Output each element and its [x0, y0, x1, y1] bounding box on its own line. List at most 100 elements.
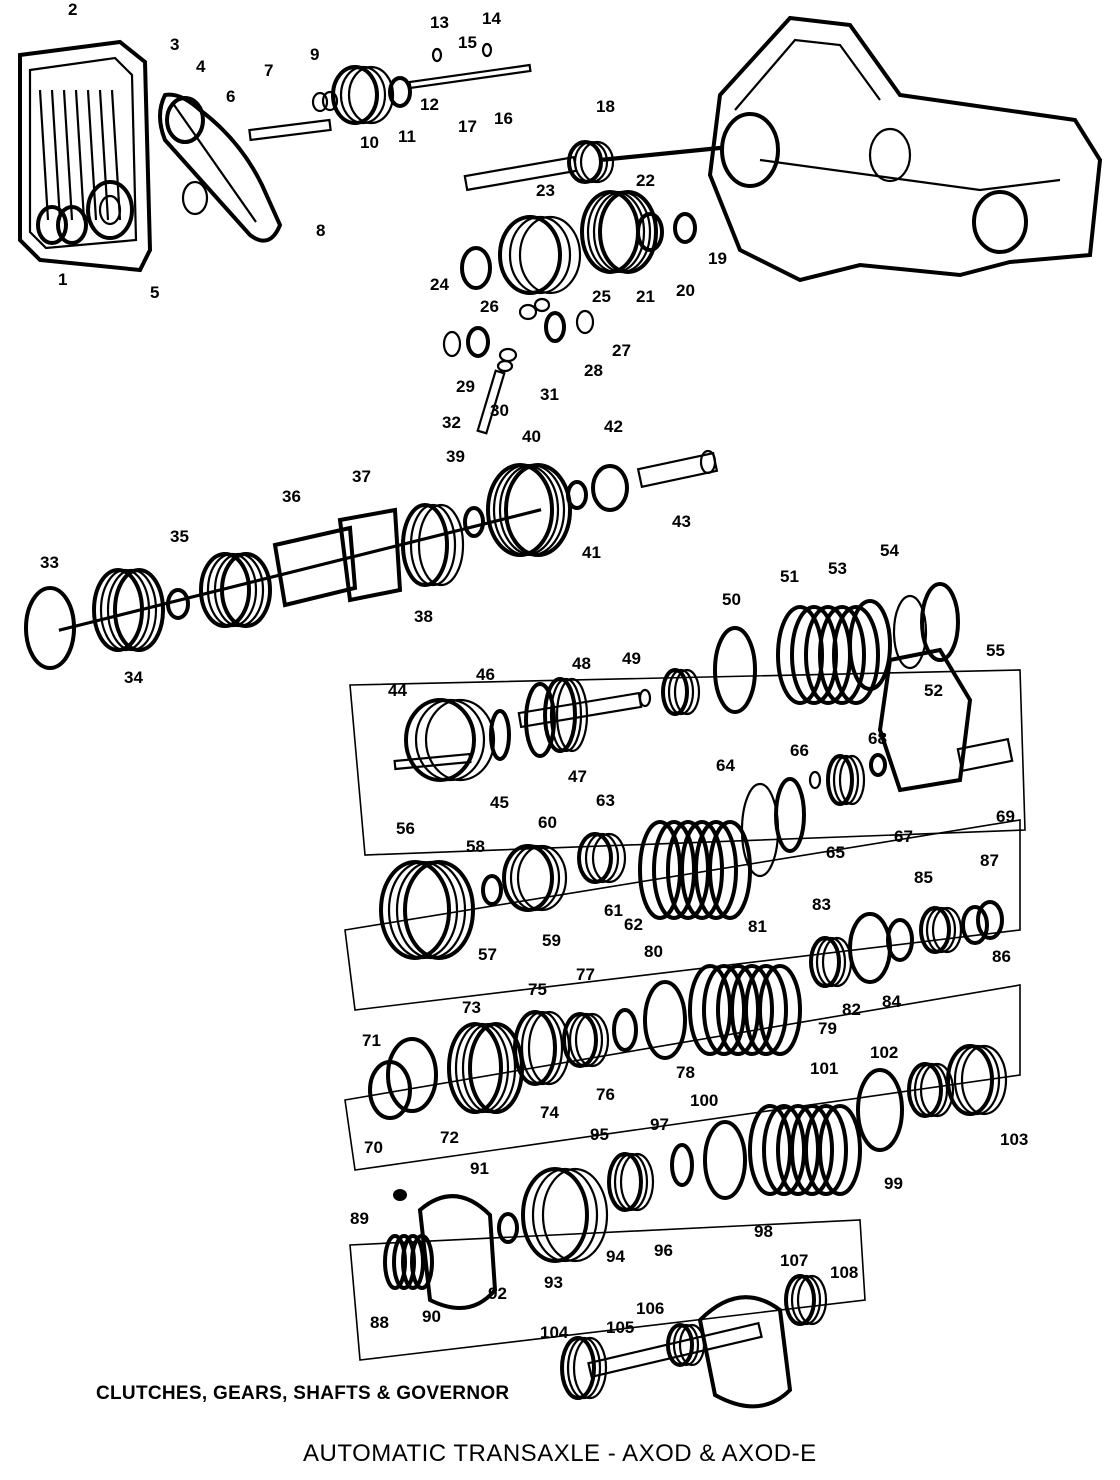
- drum-44-hub: [393, 752, 472, 771]
- callout-80: 80: [644, 942, 663, 961]
- bearing-85: [931, 906, 963, 954]
- callout-79: 79: [818, 1019, 837, 1038]
- callout-101: 101: [810, 1059, 838, 1078]
- callout-81: 81: [748, 917, 767, 936]
- ring-58: [509, 844, 561, 912]
- callout-89: 89: [350, 1209, 369, 1228]
- callout-36: 36: [282, 487, 301, 506]
- drum-93: [521, 1167, 589, 1263]
- callout-63: 63: [596, 791, 615, 810]
- callout-93: 93: [544, 1273, 563, 1292]
- callout-68: 68: [868, 729, 887, 748]
- shaft-43: [636, 451, 719, 489]
- callout-86: 86: [992, 947, 1011, 966]
- bearing-49b: [661, 668, 689, 716]
- bearing-49b: [667, 668, 695, 716]
- callout-8: 8: [316, 221, 325, 240]
- callout-24: 24: [430, 275, 449, 294]
- callout-37: 37: [352, 467, 371, 486]
- callout-27: 27: [612, 341, 631, 360]
- snap-ring-54: [892, 594, 928, 670]
- clip-13: [431, 47, 443, 63]
- case-cover-rib: [74, 89, 86, 221]
- callout-50: 50: [722, 590, 741, 609]
- callout-5: 5: [150, 283, 159, 302]
- callout-45: 45: [490, 793, 509, 812]
- callout-60: 60: [538, 813, 557, 832]
- hub-103: [960, 1044, 1008, 1116]
- callout-38: 38: [414, 607, 433, 626]
- callout-108: 108: [830, 1263, 858, 1282]
- gear-60: [584, 832, 620, 884]
- callout-53: 53: [828, 559, 847, 578]
- plate-78: [643, 980, 687, 1060]
- callout-97: 97: [650, 1115, 669, 1134]
- sleeve-18: [579, 140, 615, 184]
- callout-78: 78: [676, 1063, 695, 1082]
- cover-bore: [86, 180, 134, 240]
- drive-chain: [158, 92, 283, 243]
- clutch-plate-51: [832, 605, 880, 705]
- callout-35: 35: [170, 527, 189, 546]
- clutch-plate-62: [694, 820, 738, 920]
- washer-66: [808, 770, 822, 790]
- callout-70: 70: [364, 1138, 383, 1157]
- callout-84: 84: [882, 992, 901, 1011]
- sprocket-42: [591, 464, 629, 512]
- cover-bearing: [56, 205, 88, 245]
- drum-44: [424, 698, 496, 782]
- drum-38: [417, 503, 465, 587]
- ring-58: [516, 844, 568, 912]
- case-cover-rib: [98, 89, 110, 221]
- drum-93: [531, 1167, 599, 1263]
- shaft-43-end: [699, 449, 717, 475]
- pin-31: [476, 369, 506, 435]
- callout-77: 77: [576, 965, 595, 984]
- washer-34: [166, 588, 190, 620]
- shaft-7: [248, 118, 332, 142]
- callout-102: 102: [870, 1043, 898, 1062]
- callout-92: 92: [488, 1284, 507, 1303]
- washer-20: [673, 212, 697, 244]
- callout-95: 95: [590, 1125, 609, 1144]
- bearing-49b: [673, 668, 701, 716]
- governor-107: [697, 1295, 793, 1409]
- gear-104: [560, 1336, 596, 1400]
- callout-107: 107: [780, 1251, 808, 1270]
- drum-93: [541, 1167, 609, 1263]
- sleeve-108: [790, 1274, 822, 1326]
- callout-28: 28: [584, 361, 603, 380]
- callout-19: 19: [708, 249, 727, 268]
- callout-90: 90: [422, 1307, 441, 1326]
- hub-73: [520, 1010, 564, 1086]
- bearing-102: [907, 1062, 943, 1118]
- bearing-85: [925, 906, 957, 954]
- planet-35: [199, 552, 251, 628]
- ring-50: [713, 626, 757, 714]
- callout-56: 56: [396, 819, 415, 838]
- callout-42: 42: [604, 417, 623, 436]
- washer-87: [976, 900, 1004, 940]
- bearing-95: [619, 1152, 655, 1212]
- transaxle-case: [707, 15, 1103, 283]
- case-bore-3: [868, 127, 912, 183]
- drum-44: [404, 698, 476, 782]
- snap-ring-57: [481, 874, 503, 906]
- callout-1: 1: [58, 270, 67, 289]
- bearing-11: [388, 76, 412, 108]
- drum-33: [113, 568, 165, 652]
- callout-9: 9: [310, 45, 319, 64]
- washer-9: [311, 91, 329, 113]
- hub-47: [549, 677, 583, 753]
- bearing-102: [919, 1062, 955, 1118]
- callout-30: 30: [490, 401, 509, 420]
- assembly-frame-3: [344, 984, 1021, 1171]
- clip-14: [481, 42, 493, 58]
- callout-52: 52: [924, 681, 943, 700]
- band-37: [337, 507, 403, 603]
- gear-67: [832, 754, 860, 806]
- planet-72: [454, 1022, 510, 1114]
- figure-title: AUTOMATIC TRANSAXLE - AXOD & AXOD-E: [303, 1440, 817, 1467]
